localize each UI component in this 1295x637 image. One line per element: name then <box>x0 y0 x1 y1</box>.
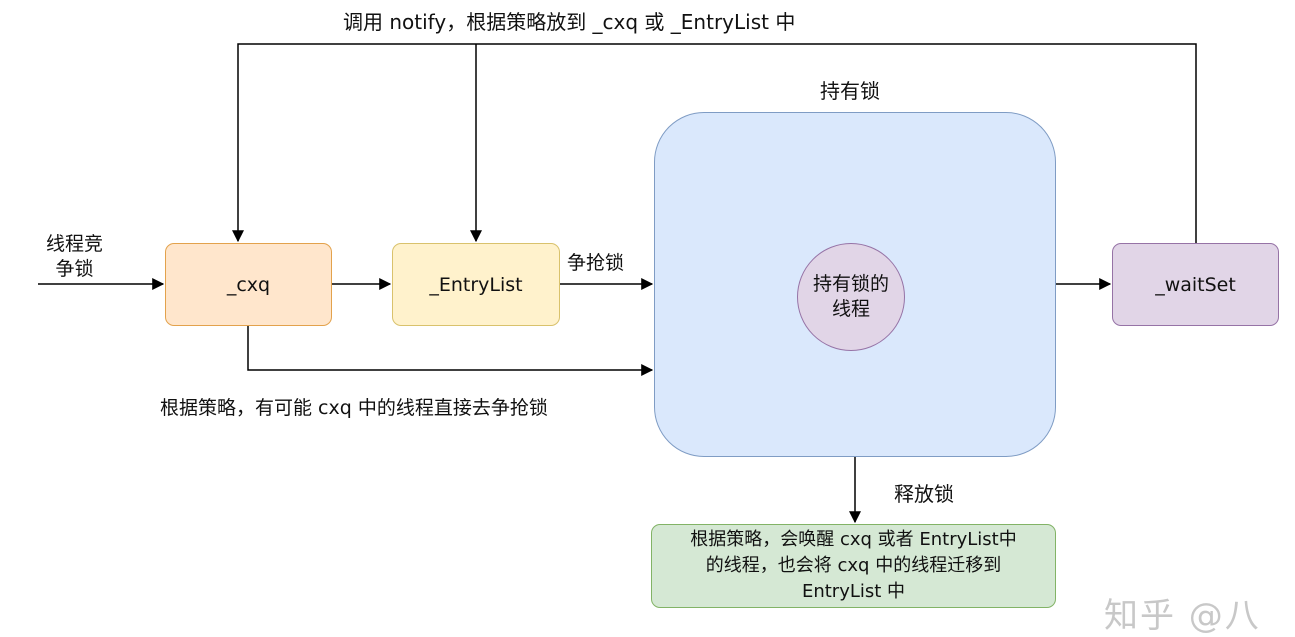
notify-loop-line <box>232 43 1197 243</box>
cxq-direct-arrow <box>247 326 654 376</box>
grab-label: 争抢锁 <box>567 252 625 274</box>
release-label: 释放锁 <box>894 482 954 506</box>
owner-thread-label-line1: 持有锁的 <box>812 273 889 295</box>
owner-thread-node: 持有锁的 线程 <box>797 243 905 351</box>
watermark: 知乎 @八 <box>1104 596 1261 636</box>
release-note-line3: EntryList 中 <box>801 581 906 602</box>
notify-label: 调用 notify，根据策略放到 _cxq 或 _EntryList 中 <box>343 10 796 34</box>
compete-label: 线程竞 争锁 <box>46 232 103 282</box>
entrylist-node-label: _EntryList <box>429 273 523 296</box>
entrylist-node: _EntryList <box>392 243 560 326</box>
release-note-line1: 根据策略，会唤醒 cxq 或者 EntryList中 <box>690 529 1017 550</box>
cxq-node: _cxq <box>165 243 332 326</box>
strategy-label: 根据策略，有可能 cxq 中的线程直接去争抢锁 <box>160 397 548 419</box>
release-note-box: 根据策略，会唤醒 cxq 或者 EntryList中 的线程，也会将 cxq 中… <box>651 524 1056 608</box>
compete-label-line2: 争锁 <box>55 258 94 280</box>
hold-title: 持有锁 <box>820 79 880 103</box>
connector-lines <box>38 43 1197 524</box>
cxq-node-label: _cxq <box>226 273 271 296</box>
release-note-line2: 的线程，也会将 cxq 中的线程迁移到 <box>705 555 1002 576</box>
compete-label-line1: 线程竞 <box>46 233 104 255</box>
waitset-node-label: _waitSet <box>1155 273 1236 296</box>
waitset-node: _waitSet <box>1112 243 1279 326</box>
owner-thread-label-line2: 线程 <box>831 298 870 320</box>
